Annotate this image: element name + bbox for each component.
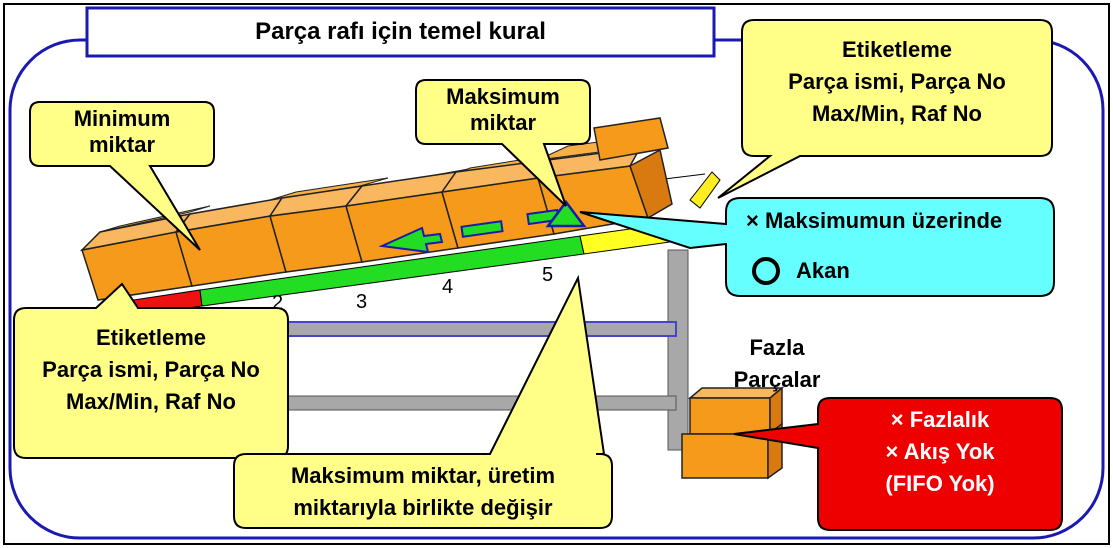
callout-max-changes-bubble xyxy=(233,274,613,529)
excess-parts-line: Fazla xyxy=(749,335,805,360)
callout-labeling-left-text: Etiketleme Parça ismi, Parça No Max/Min,… xyxy=(14,322,288,418)
callout-labeling-top-bubble xyxy=(717,19,1053,199)
callout-max-changes-text: Maksimum miktar, üretim miktarıyla birli… xyxy=(234,460,612,524)
excess-issue-line: × Akış Yok xyxy=(885,438,995,464)
rack-post xyxy=(667,249,689,451)
excess-issue-line: × Fazlalık xyxy=(890,407,990,432)
callout-labeling-left-line: Max/Min, Raf No xyxy=(66,388,236,414)
status-over-max: × Maksimumun üzerinde xyxy=(746,208,1003,233)
callout-labeling-top-line: Etiketleme xyxy=(841,37,953,62)
rack-bar-lower xyxy=(229,395,677,411)
title-box xyxy=(85,6,716,58)
excess-box-lower xyxy=(681,433,769,479)
circle-ok-icon xyxy=(752,257,780,285)
callout-minimum-line: Minimum xyxy=(73,106,171,131)
position-number: 4 xyxy=(442,276,454,298)
flow-arrow-head xyxy=(378,226,444,254)
callout-minimum-line: miktar xyxy=(88,132,156,158)
callout-maximum-text: Maksimum miktar xyxy=(416,84,590,137)
callout-labeling-left-line: Parça ismi, Parça No xyxy=(42,356,260,382)
callout-excess-issues-text: × Fazlalık × Akış Yok (FIFO Yok) xyxy=(830,404,1050,500)
box-front xyxy=(593,117,669,161)
position-number: 2 xyxy=(272,292,284,314)
excess-parts-line: Parçalar xyxy=(733,366,821,392)
callout-labeling-top-text: Etiketleme Parça ismi, Parça No Max/Min,… xyxy=(742,34,1052,130)
flow-arrow-dash xyxy=(460,220,504,238)
box-side xyxy=(629,148,673,220)
callout-max-changes-line: miktarıyla birlikte değişir xyxy=(293,494,553,520)
callout-labeling-left-line: Etiketleme xyxy=(95,325,207,350)
diagram-title: Parça rafı için temel kural xyxy=(255,18,546,45)
rack-bar-upper xyxy=(229,321,677,337)
max-marker-triangle xyxy=(545,199,587,228)
position-number: 3 xyxy=(356,291,368,313)
callout-excess-issues-bubble xyxy=(733,397,1063,531)
box-top xyxy=(99,205,211,233)
callout-labeling-top-line: Parça ismi, Parça No xyxy=(788,68,1006,94)
callout-maximum-bubble xyxy=(415,79,591,207)
callout-labeling-top-line: Max/Min, Raf No xyxy=(812,100,982,126)
shelf-label-tag xyxy=(689,171,721,209)
callout-max-changes-line: Maksimum miktar, üretim xyxy=(290,463,556,488)
position-number: 5 xyxy=(542,264,554,286)
status-flowing: Akan xyxy=(796,258,850,283)
excess-box-upper xyxy=(689,397,771,435)
flow-arrow xyxy=(378,199,587,254)
callout-maximum-line: Maksimum xyxy=(446,84,560,109)
excess-parts-label: Fazla Parçalar xyxy=(712,332,842,396)
callout-minimum-bubble xyxy=(29,101,215,251)
excess-parts-box xyxy=(681,386,785,480)
excess-issue-line: (FIFO Yok) xyxy=(885,470,995,496)
callout-minimum-text: Minimum miktar xyxy=(30,106,214,159)
callout-maximum-line: miktar xyxy=(469,110,537,136)
callout-flow-status-bubble xyxy=(579,197,1055,297)
